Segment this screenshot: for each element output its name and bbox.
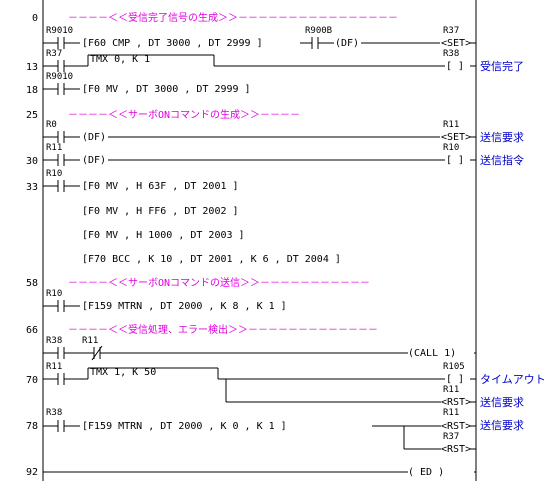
instruction-mtrn: [F159 MTRN , DT 2000 , K 8 , K 1 ]: [82, 301, 287, 312]
instruction-mv: [F0 MV , H 1000 , DT 2003 ]: [82, 230, 245, 241]
contact-r38: [43, 347, 94, 359]
output-rst-r11: <RST>: [441, 397, 471, 408]
instruction-mtrn: [F159 MTRN , DT 2000 , K 0 , K 1 ]: [82, 421, 287, 432]
comment-receive-complete: －－－－＜＜受信完了信号の生成＞＞－－－－－－－－－－－－－－－－: [68, 11, 398, 24]
contact-r38: [43, 420, 80, 432]
instruction-cmp: [F60 CMP , DT 3000 , DT 2999 ]: [82, 38, 263, 49]
output-set-r37: <SET>: [441, 38, 471, 49]
contact-r11: [43, 154, 80, 166]
device-label: R10: [46, 289, 62, 299]
step-number: 78: [26, 421, 38, 432]
comment-receive-error: －－－－＜＜受信処理、エラー検出＞＞－－－－－－－－－－－－－: [68, 323, 378, 336]
instruction-ed: ( ED ): [408, 467, 444, 478]
device-label: R38: [443, 49, 459, 59]
label-send-request: 送信要求: [480, 418, 524, 432]
contact-r9010: [43, 83, 80, 95]
label-send-command: 送信指令: [480, 153, 524, 167]
device-label: R37: [46, 49, 62, 59]
instruction-mv: [F0 MV , H 63F , DT 2001 ]: [82, 181, 239, 192]
step-number: 25: [26, 110, 38, 121]
label-timeout: タイムアウト: [480, 373, 546, 386]
instruction-mv: [F0 MV , H FF6 , DT 2002 ]: [82, 206, 239, 217]
contact-r11: [43, 373, 88, 385]
instruction-df: (DF): [82, 132, 106, 143]
contact-r11-normally-closed: [91, 345, 408, 361]
instruction-mv: [F0 MV , DT 3000 , DT 2999 ]: [82, 84, 251, 95]
device-label: R11: [443, 408, 459, 418]
device-label: R11: [46, 362, 62, 372]
step-number: 92: [26, 467, 38, 478]
device-label: R11: [443, 385, 459, 395]
output-coil-r38: [ ]: [446, 61, 464, 72]
comment-servo-on-generate: －－－－＜＜サーボONコマンドの生成＞＞－－－－: [68, 108, 300, 121]
device-label: R11: [443, 120, 459, 130]
contact-r900b: [300, 37, 334, 49]
label-receive-complete: 受信完了: [480, 59, 524, 73]
step-number: 58: [26, 278, 38, 289]
device-label: R37: [443, 26, 459, 36]
comment-servo-on-send: －－－－＜＜サーボONコマンドの送信＞＞－－－－－－－－－－－: [68, 276, 370, 289]
output-coil-r10: [ ]: [446, 155, 464, 166]
device-label: R900B: [305, 26, 332, 36]
contact-r9010: [43, 37, 80, 49]
device-label: R9010: [46, 26, 73, 36]
device-label: R37: [443, 432, 459, 442]
device-label: R10: [443, 143, 459, 153]
contact-r37: [43, 60, 88, 72]
contact-r10: [43, 180, 80, 192]
output-coil-r105: [ ]: [446, 374, 464, 385]
label-send-request: 送信要求: [480, 130, 524, 144]
device-label: R0: [46, 120, 57, 130]
contact-r0: [43, 131, 80, 143]
device-label: R11: [46, 143, 62, 153]
step-number: 30: [26, 156, 38, 167]
label-send-request: 送信要求: [480, 395, 524, 409]
instruction-tmx1: TMX 1, K 50: [90, 367, 156, 378]
instruction-df: (DF): [335, 38, 359, 49]
instruction-call: (CALL 1): [408, 348, 456, 359]
device-label: R38: [46, 408, 62, 418]
output-rst-r11: <RST>: [441, 421, 471, 432]
instruction-tmx0: TMX 0, K 1: [90, 54, 150, 65]
device-label: R9010: [46, 72, 73, 82]
output-set-r11: <SET>: [441, 132, 471, 143]
device-label: R11: [82, 336, 98, 346]
step-number: 33: [26, 182, 38, 193]
device-label: R105: [443, 362, 465, 372]
instruction-bcc: [F70 BCC , K 10 , DT 2001 , K 6 , DT 200…: [82, 254, 341, 265]
output-rst-r37: <RST>: [441, 444, 471, 455]
instruction-df: (DF): [82, 155, 106, 166]
contact-r10: [43, 300, 80, 312]
step-number: 13: [26, 62, 38, 73]
device-label: R10: [46, 169, 62, 179]
device-label: R38: [46, 336, 62, 346]
step-number: 0: [32, 13, 38, 24]
step-number: 66: [26, 325, 38, 336]
step-number: 70: [26, 375, 38, 386]
step-number: 18: [26, 85, 38, 96]
